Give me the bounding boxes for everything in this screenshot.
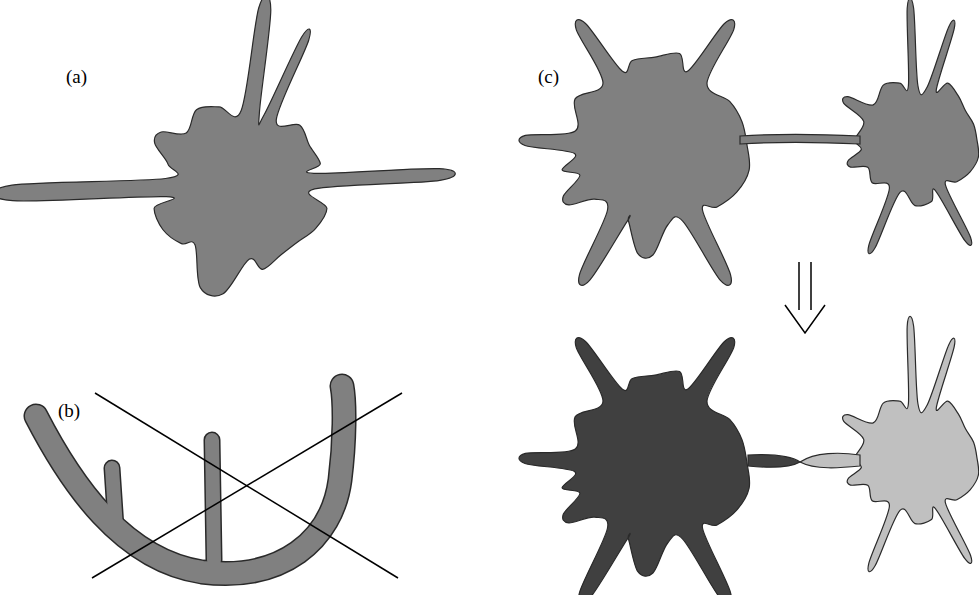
cell-shape xyxy=(0,0,455,296)
panel-label: (b) xyxy=(58,400,80,422)
panel-label: (a) xyxy=(66,66,87,88)
crossed-cell xyxy=(36,386,402,578)
cell-tip xyxy=(748,455,800,468)
cell-shape xyxy=(843,316,979,571)
panel-label: (c) xyxy=(538,66,559,88)
cell-shape xyxy=(519,338,750,595)
cell-shape xyxy=(843,0,979,254)
cell-bridge xyxy=(740,135,860,145)
down-arrow xyxy=(785,262,825,333)
cell-tip xyxy=(800,453,860,468)
cell-shape xyxy=(519,20,750,286)
